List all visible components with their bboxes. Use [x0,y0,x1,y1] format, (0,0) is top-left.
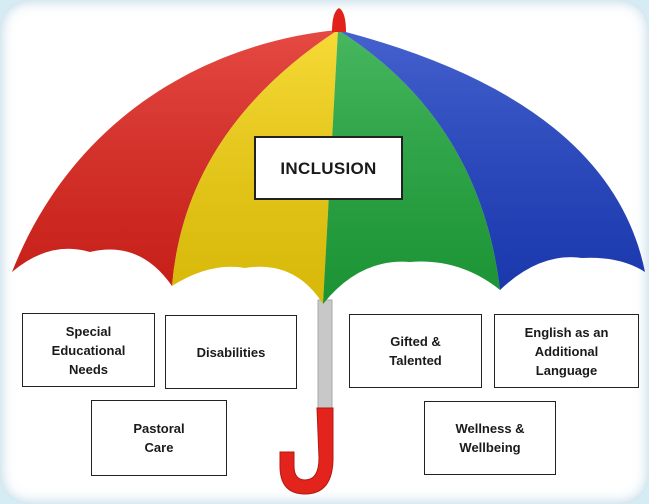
category-gifted-talented: Gifted & Talented [349,314,482,388]
category-disabilities: Disabilities [165,315,297,389]
category-pastoral-care: Pastoral Care [91,400,227,476]
umbrella-handle [279,407,334,495]
umbrella-shaft [317,299,333,413]
umbrella-tip [332,8,346,32]
category-english-additional-language: English as an Additional Language [494,314,639,388]
category-special-educational-needs: Special Educational Needs [22,313,155,387]
category-wellness-wellbeing: Wellness & Wellbeing [424,401,556,475]
inclusion-label: INCLUSION [254,136,403,200]
